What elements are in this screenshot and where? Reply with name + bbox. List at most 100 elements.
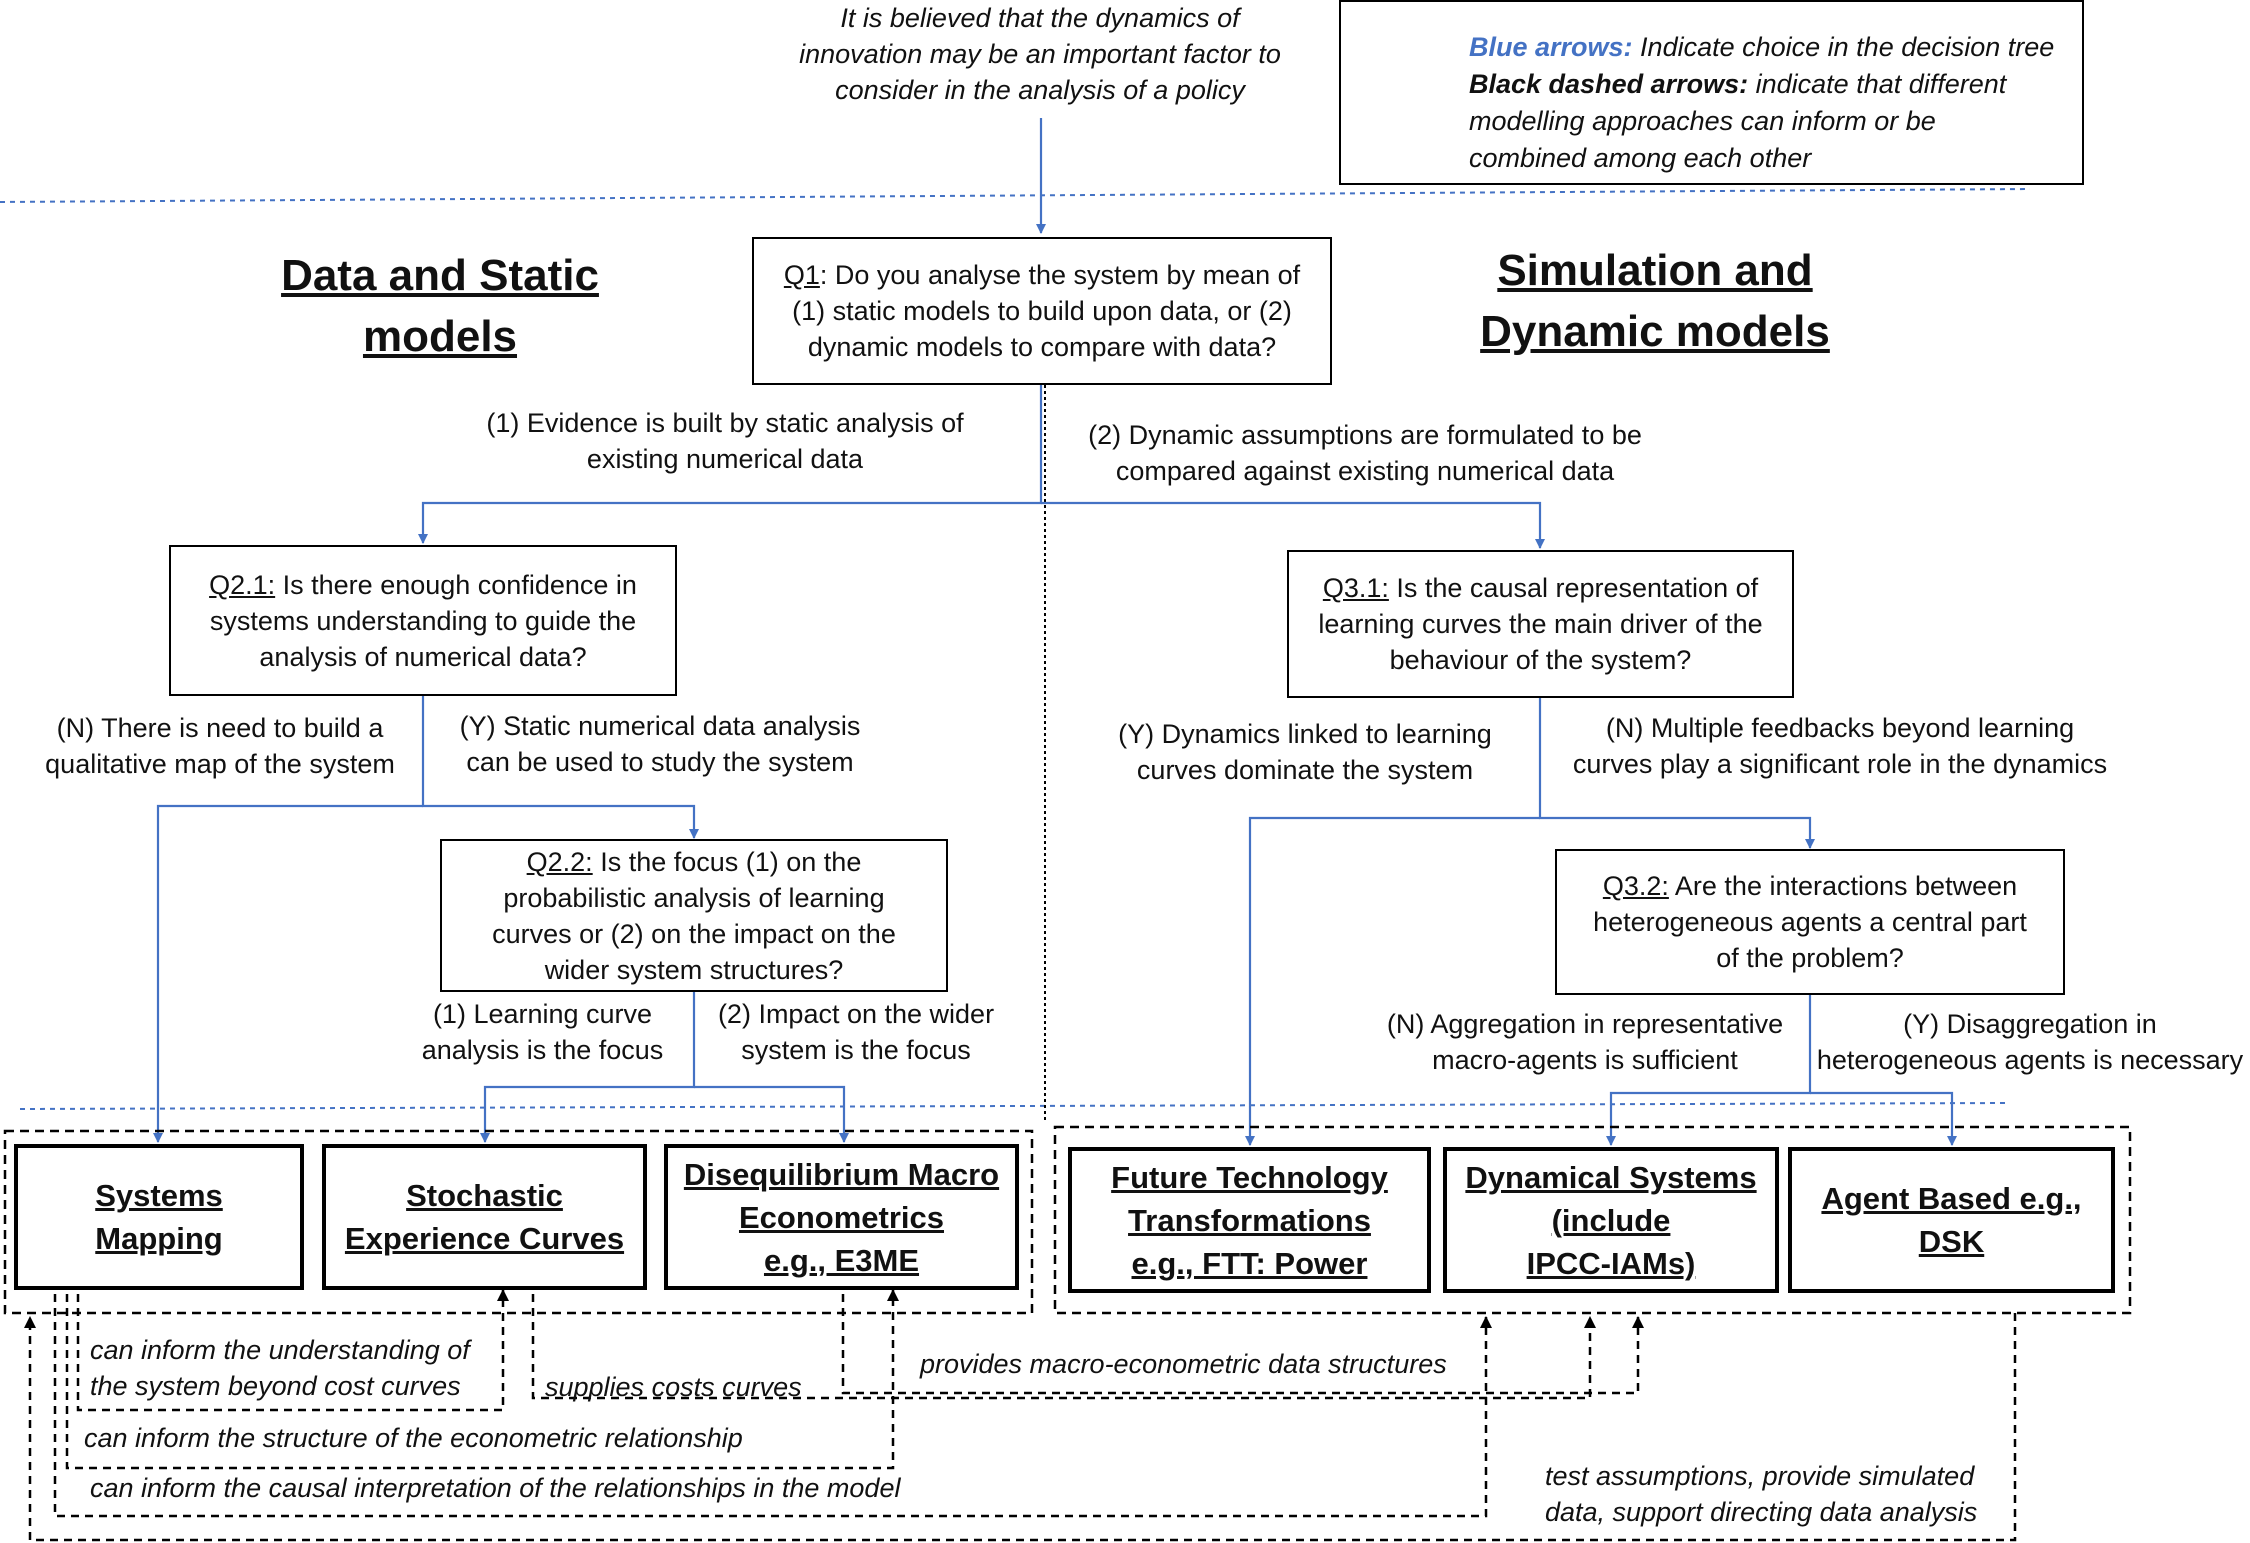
- label-test-assumptions: test assumptions, provide simulated data…: [1545, 1458, 1977, 1530]
- stochastic-line-1: Stochastic: [406, 1178, 563, 1213]
- q32-y-label: (Y) Disaggregation in heterogeneous agen…: [1815, 1006, 2245, 1078]
- q31-y-line-1: (Y) Dynamics linked to learning: [1118, 719, 1492, 749]
- branch-1-line-1: (1) Evidence is built by static analysis…: [486, 408, 964, 438]
- inform-understanding-line-1: can inform the understanding of: [90, 1335, 470, 1365]
- q1-text-3: dynamic models to compare with data?: [807, 332, 1277, 362]
- legend-blue-key: Blue arrows:: [1469, 32, 1633, 62]
- outcome-stochastic-experience-curves: Stochastic Experience Curves: [322, 1144, 647, 1290]
- label-macro-structures: provides macro-econometric data structur…: [920, 1349, 1447, 1379]
- heading-dynamic-line-2: Dynamic models: [1480, 307, 1830, 356]
- agent-line-2: DSK: [1918, 1224, 1985, 1259]
- label-supplies-costs-curves: supplies costs curves: [545, 1372, 802, 1402]
- q32-n-line-2: macro-agents is sufficient: [1432, 1045, 1738, 1075]
- legend-blue-row: Blue arrows: Indicate choice in the deci…: [1469, 29, 2054, 66]
- bottom-separator: [19, 1102, 2011, 1110]
- legend-black-desc-1: indicate that different: [1748, 69, 2007, 99]
- q32-n-line-1: (N) Aggregation in representative: [1386, 1009, 1784, 1039]
- test-assumptions-line-1: test assumptions, provide simulated: [1545, 1461, 1975, 1491]
- q32-text-3: of the problem?: [1716, 943, 1904, 973]
- q22-label: Q2.2:: [526, 846, 593, 877]
- outcome-systems-mapping: Systems Mapping: [14, 1144, 304, 1290]
- q31-label: Q3.1:: [1322, 573, 1389, 603]
- branch-2-line-1: (2) Dynamic assumptions are formulated t…: [1088, 420, 1642, 450]
- legend-blue-desc: Indicate choice in the decision tree: [1632, 32, 2055, 62]
- intro-note-line-1: It is believed that the dynamics of: [840, 3, 1240, 33]
- legend-black-desc-3: combined among each other: [1469, 143, 1812, 173]
- question-q22: Q2.2: Is the focus (1) on the probabilis…: [440, 839, 948, 992]
- heading-static-line-2: models: [362, 312, 518, 361]
- dynamical-line-2: (include: [1551, 1202, 1671, 1238]
- q22-2-label: (2) Impact on the wider system is the fo…: [700, 996, 1012, 1068]
- q32-y-line-2: heterogeneous agents is necessary: [1816, 1045, 2244, 1075]
- heading-static: Data and Static models: [240, 245, 640, 367]
- agent-line-1: Agent Based e.g.,: [1821, 1181, 2082, 1216]
- black-dashed-arrows: [24, 1289, 2017, 1542]
- q21-text-3: analysis of numerical data?: [259, 641, 587, 672]
- q21-text-1: Is there enough confidence in: [275, 569, 637, 600]
- q31-y-line-2: curves dominate the system: [1136, 755, 1474, 785]
- test-assumptions-line-2: data, support directing data analysis: [1545, 1497, 1978, 1527]
- q1-text-1: : Do you analyse the system by mean of: [819, 260, 1301, 290]
- stochastic-line-2: Experience Curves: [344, 1221, 625, 1256]
- legend-box: Blue arrows: Indicate choice in the deci…: [1339, 0, 2084, 185]
- legend-black-desc-2: modelling approaches can inform or be: [1469, 106, 1936, 136]
- disequilibrium-line-2: Econometrics: [738, 1199, 944, 1235]
- branch-1-line-2: existing numerical data: [586, 444, 864, 474]
- q31-n-label: (N) Multiple feedbacks beyond learning c…: [1560, 710, 2120, 782]
- q1-text-2: (1) static models to build upon data, or…: [792, 296, 1292, 326]
- q22-1-label: (1) Learning curve analysis is the focus: [400, 996, 685, 1068]
- branch-2-label: (2) Dynamic assumptions are formulated t…: [1060, 417, 1670, 489]
- inform-understanding-line-2: the system beyond cost curves: [90, 1371, 461, 1401]
- top-separator: [0, 188, 2031, 203]
- q31-n-line-1: (N) Multiple feedbacks beyond learning: [1605, 713, 2075, 743]
- branch-1-label: (1) Evidence is built by static analysis…: [445, 405, 1005, 477]
- outcome-agent-based: Agent Based e.g., DSK: [1788, 1147, 2115, 1293]
- heading-dynamic: Simulation and Dynamic models: [1430, 240, 1880, 362]
- q32-text-2: heterogeneous agents a central part: [1593, 907, 2027, 937]
- legend-black-row: Black dashed arrows: indicate that diffe…: [1469, 66, 2006, 103]
- q21-text-2: systems understanding to guide the: [209, 605, 637, 636]
- systems-mapping-line-2: Mapping: [95, 1221, 223, 1256]
- intro-note-line-3: consider in the analysis of a policy: [835, 75, 1245, 105]
- label-inform-causal: can inform the causal interpretation of …: [90, 1473, 901, 1503]
- branch-2-line-2: compared against existing numerical data: [1115, 456, 1615, 486]
- q31-text-2: learning curves the main driver of the: [1318, 609, 1763, 639]
- q22-text-4: wider system structures?: [544, 954, 844, 985]
- q21-n-line-2: qualitative map of the system: [45, 749, 395, 779]
- q31-y-label: (Y) Dynamics linked to learning curves d…: [1105, 716, 1505, 788]
- q22-2-line-1: (2) Impact on the wider: [717, 999, 995, 1029]
- q21-y-line-1: (Y) Static numerical data analysis: [459, 711, 861, 741]
- question-q1: Q1: Do you analyse the system by mean of…: [752, 237, 1332, 385]
- label-inform-structure: can inform the structure of the economet…: [84, 1423, 743, 1453]
- heading-static-line-1: Data and Static: [281, 251, 599, 300]
- q22-1-line-2: analysis is the focus: [421, 1035, 664, 1065]
- ftt-line-1: Future Technology: [1111, 1159, 1388, 1195]
- q21-y-label: (Y) Static numerical data analysis can b…: [440, 708, 880, 780]
- intro-note: It is believed that the dynamics of inno…: [760, 0, 1320, 108]
- outcome-future-technology-transformations: Future Technology Transformations e.g., …: [1068, 1147, 1431, 1293]
- legend-black-key: Black dashed arrows:: [1469, 69, 1749, 99]
- q21-y-line-2: can be used to study the system: [466, 747, 854, 777]
- q31-n-line-2: curves play a significant role in the dy…: [1572, 749, 2108, 779]
- intro-note-line-2: innovation may be an important factor to: [799, 39, 1281, 69]
- q32-label: Q3.2:: [1602, 871, 1669, 901]
- q31-text-1: Is the causal representation of: [1388, 573, 1759, 603]
- q21-n-label: (N) There is need to build a qualitative…: [20, 710, 420, 782]
- dynamical-line-3: IPCC-IAMs): [1526, 1245, 1696, 1281]
- question-q21: Q2.1: Is there enough confidence in syst…: [169, 545, 677, 696]
- disequilibrium-line-3: e.g., E3ME: [763, 1242, 920, 1278]
- ftt-line-2: Transformations: [1128, 1202, 1371, 1238]
- label-inform-understanding: can inform the understanding of the syst…: [90, 1332, 470, 1404]
- q22-text-2: probabilistic analysis of learning: [503, 882, 885, 913]
- disequilibrium-line-1: Disequilibrium Macro: [683, 1156, 1000, 1192]
- q21-label: Q2.1:: [209, 569, 276, 600]
- blue-decision-arrows: [153, 118, 1957, 1146]
- dynamical-line-1: Dynamical Systems: [1465, 1159, 1757, 1195]
- q32-n-label: (N) Aggregation in representative macro-…: [1365, 1006, 1805, 1078]
- q21-n-line-1: (N) There is need to build a: [56, 713, 384, 743]
- q22-2-line-2: system is the focus: [741, 1035, 971, 1065]
- question-q31: Q3.1: Is the causal representation of le…: [1287, 550, 1794, 698]
- q22-1-line-1: (1) Learning curve: [432, 999, 653, 1029]
- heading-dynamic-line-1: Simulation and: [1497, 246, 1813, 295]
- q31-text-3: behaviour of the system?: [1389, 645, 1692, 675]
